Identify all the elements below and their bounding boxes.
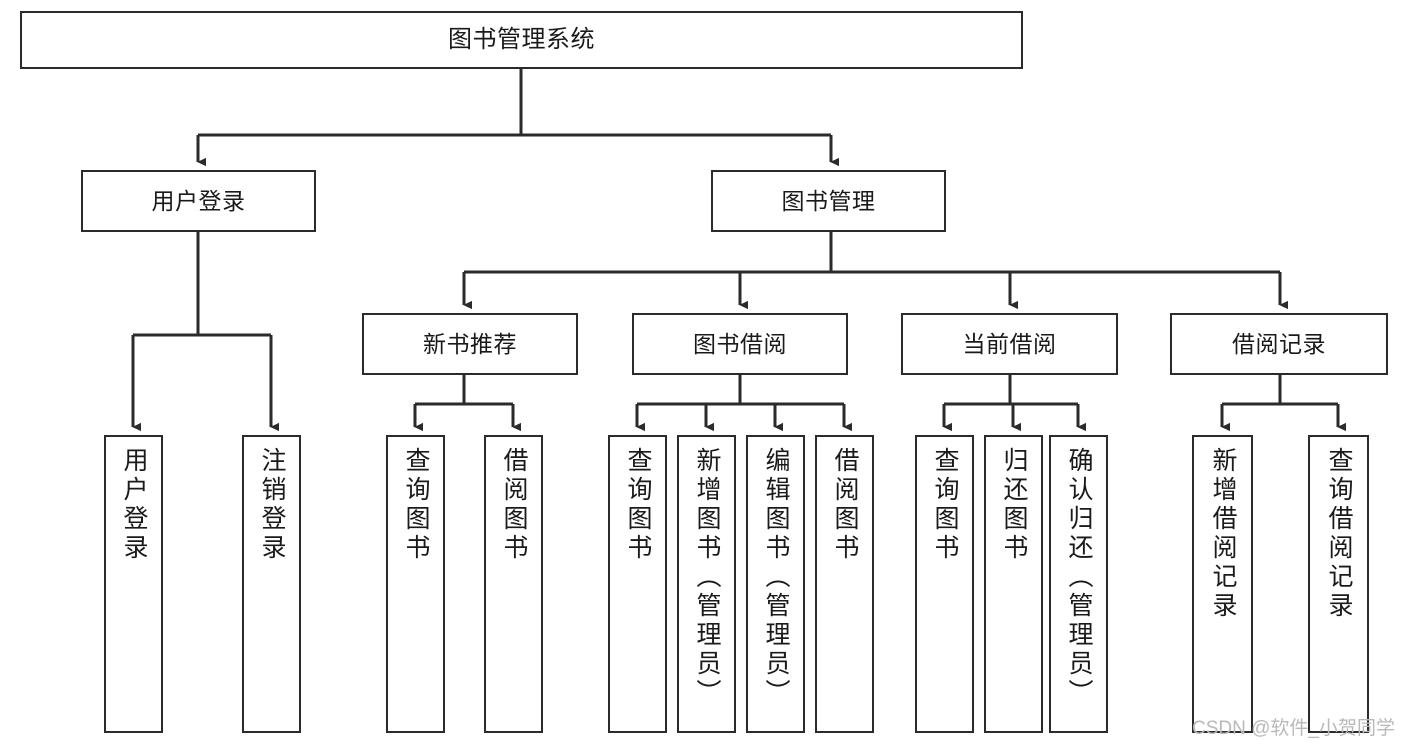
node-label: 图书借阅: [693, 330, 787, 357]
node-label: 归还图书: [1000, 447, 1028, 563]
leaf-query-book-recommend[interactable]: 查询图书: [386, 435, 445, 733]
leaf-borrow-book[interactable]: 借阅图书: [815, 435, 874, 733]
node-current-borrow[interactable]: 当前借阅: [901, 313, 1118, 375]
node-label: 查询图书: [624, 447, 652, 563]
node-label: 新增借阅记录: [1209, 447, 1237, 621]
node-label: 新增图书（管理员）: [693, 447, 721, 708]
node-label: 注销登录: [258, 447, 286, 563]
node-book-management[interactable]: 图书管理: [711, 170, 946, 232]
node-label: 查询图书: [402, 447, 430, 563]
node-label: 确认归还（管理员）: [1065, 447, 1093, 708]
leaf-query-book-borrow[interactable]: 查询图书: [608, 435, 667, 733]
node-label: 图书管理系统: [448, 26, 595, 54]
node-label: 借阅记录: [1232, 330, 1326, 357]
leaf-query-book-current[interactable]: 查询图书: [915, 435, 974, 733]
node-label: 借阅图书: [500, 447, 528, 563]
node-book-borrow[interactable]: 图书借阅: [632, 313, 848, 375]
node-label: 借阅图书: [831, 447, 859, 563]
node-label: 编辑图书（管理员）: [762, 447, 790, 708]
node-label: 查询借阅记录: [1325, 447, 1353, 621]
node-label: 图书管理: [781, 187, 876, 214]
node-label: 当前借阅: [962, 330, 1057, 357]
leaf-user-login[interactable]: 用户登录: [104, 435, 163, 733]
leaf-add-book-admin[interactable]: 新增图书（管理员）: [677, 435, 736, 733]
node-root-book-management-system[interactable]: 图书管理系统: [20, 11, 1023, 69]
watermark-text: CSDN @软件_小贺同学: [1192, 718, 1395, 739]
node-label: 查询图书: [931, 447, 959, 563]
leaf-edit-book-admin[interactable]: 编辑图书（管理员）: [746, 435, 805, 733]
node-label: 用户登录: [151, 187, 246, 214]
leaf-add-borrow-record[interactable]: 新增借阅记录: [1192, 435, 1253, 733]
node-user-login[interactable]: 用户登录: [81, 170, 316, 232]
leaf-query-borrow-record[interactable]: 查询借阅记录: [1308, 435, 1369, 733]
leaf-confirm-return-admin[interactable]: 确认归还（管理员）: [1049, 435, 1108, 733]
node-label: 用户登录: [120, 447, 148, 563]
node-borrow-record[interactable]: 借阅记录: [1170, 313, 1388, 375]
leaf-return-book[interactable]: 归还图书: [984, 435, 1043, 733]
node-new-book-recommend[interactable]: 新书推荐: [362, 313, 578, 375]
leaf-borrow-book-recommend[interactable]: 借阅图书: [484, 435, 543, 733]
leaf-user-logout[interactable]: 注销登录: [242, 435, 301, 733]
node-label: 新书推荐: [423, 330, 517, 357]
